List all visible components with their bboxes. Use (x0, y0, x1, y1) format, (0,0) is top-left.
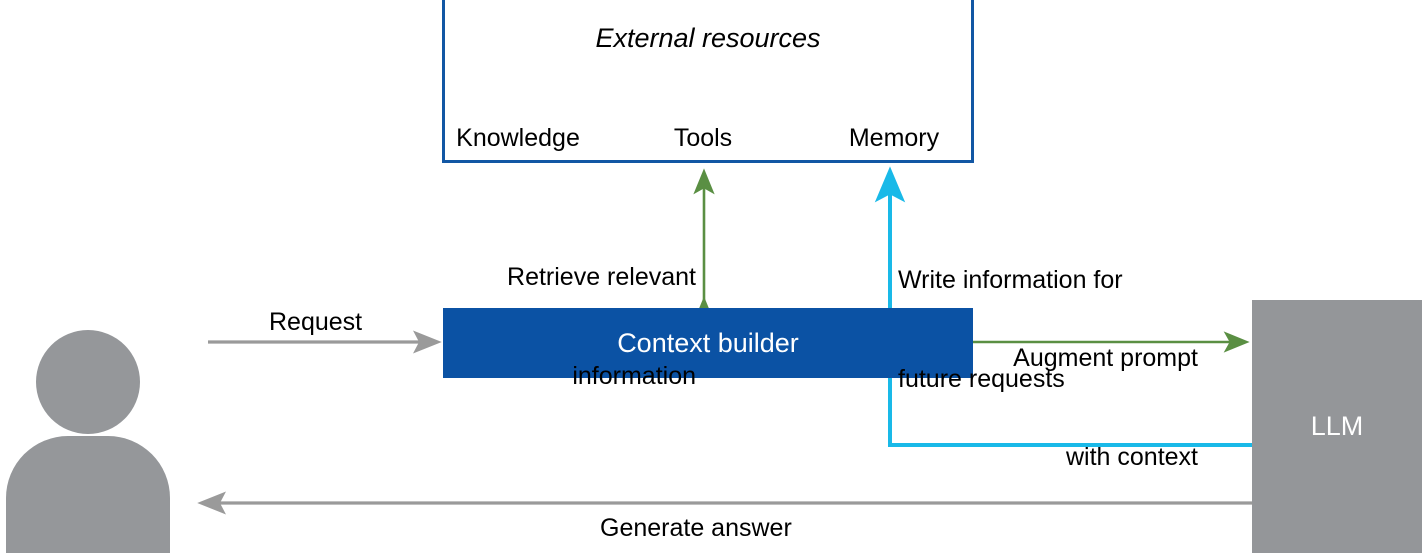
edge-label-retrieve-line2: information (572, 362, 696, 390)
connector-write-to-memory (874, 166, 1252, 447)
edge-label-retrieve-information: Retrieve relevant information (428, 195, 696, 459)
resource-label-tools: Tools (673, 124, 733, 152)
edge-label-request: Request (269, 308, 363, 336)
edge-label-write-line1: Write information for (898, 266, 1123, 294)
edge-label-augment-line1: Augment prompt (1013, 344, 1198, 372)
resource-label-memory: Memory (848, 124, 940, 152)
edge-label-augment-prompt: Augment prompt with context (950, 276, 1198, 540)
edge-label-retrieve-line1: Retrieve relevant (507, 263, 696, 291)
user-avatar-icon (6, 330, 170, 553)
edge-label-write-information: Write information for future requests (898, 198, 1123, 462)
external-resources-title: External resources (595, 23, 821, 53)
context-builder-label: Context builder (617, 327, 799, 358)
edge-label-generate-answer: Generate answer (600, 514, 792, 542)
edge-label-write-line2: future requests (898, 365, 1065, 393)
llm-node: LLM (1252, 300, 1422, 553)
resource-label-knowledge: Knowledge (456, 124, 580, 152)
external-resources-box (442, 0, 974, 163)
edge-label-augment-line2: with context (1065, 443, 1198, 471)
context-builder-node: Context builder (443, 308, 973, 378)
llm-label: LLM (1310, 411, 1364, 441)
